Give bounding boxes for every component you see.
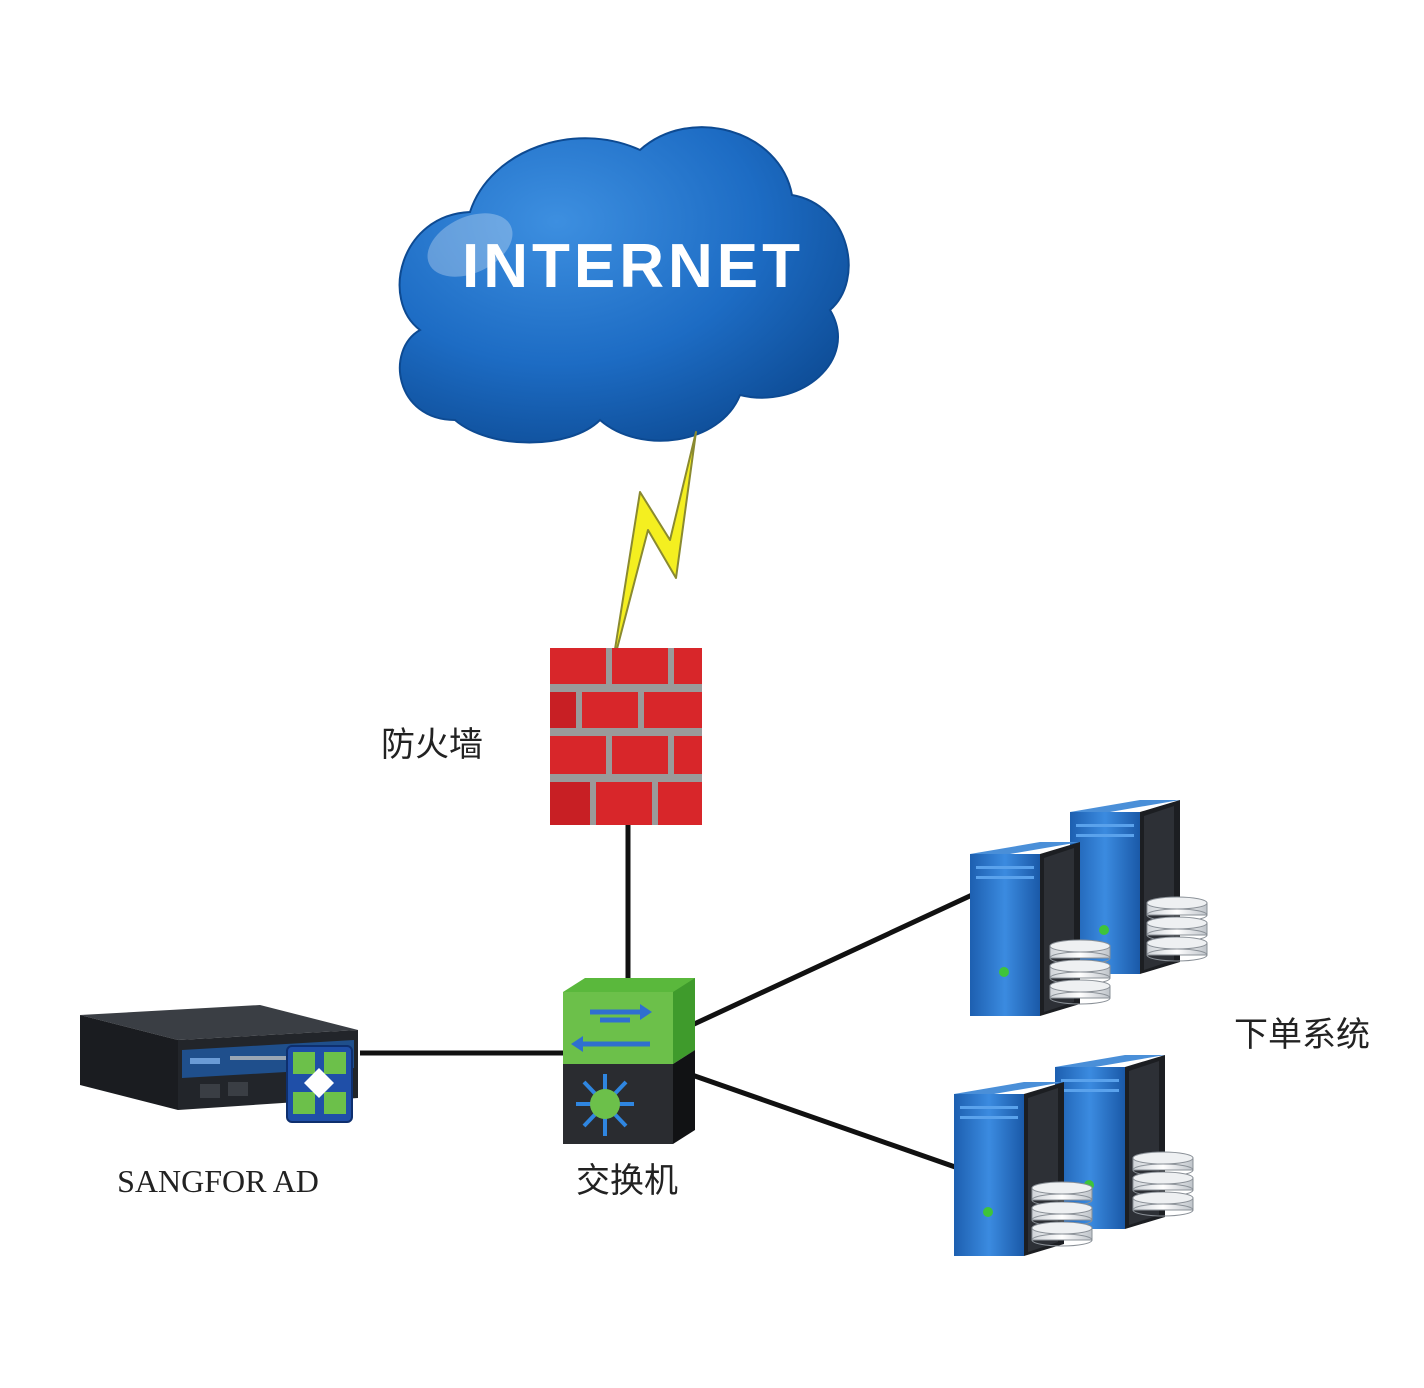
server-group-upper bbox=[970, 800, 1208, 1016]
cloud-icon bbox=[398, 126, 850, 444]
connections bbox=[360, 825, 974, 1171]
link-switch-server-upper bbox=[690, 892, 974, 1028]
brick-wall-icon bbox=[550, 648, 702, 825]
lightning-bolt-icon bbox=[611, 431, 697, 669]
switch: 交换机 bbox=[563, 978, 695, 1201]
link-switch-server-lower bbox=[691, 1072, 959, 1171]
disk-stack-icon bbox=[1049, 939, 1111, 1005]
server-group-lower bbox=[954, 1055, 1194, 1256]
network-switch-icon bbox=[563, 978, 695, 1144]
disk-stack-icon bbox=[1031, 1181, 1093, 1247]
firewall-label: 防火墙 bbox=[381, 725, 483, 765]
internet-label: INTERNET bbox=[462, 232, 804, 301]
switch-label: 交换机 bbox=[576, 1161, 678, 1201]
firewall: 防火墙 bbox=[381, 648, 702, 825]
disk-stack-icon bbox=[1132, 1151, 1194, 1217]
servers-label: 下单系统 bbox=[1234, 1015, 1370, 1055]
load-balancer-label: SANGFOR AD bbox=[117, 1163, 319, 1199]
internet-cloud: INTERNET bbox=[398, 126, 850, 444]
load-balancer: SANGFOR AD bbox=[80, 1005, 358, 1199]
disk-stack-icon bbox=[1146, 896, 1208, 962]
rack-appliance-icon bbox=[80, 1005, 358, 1123]
